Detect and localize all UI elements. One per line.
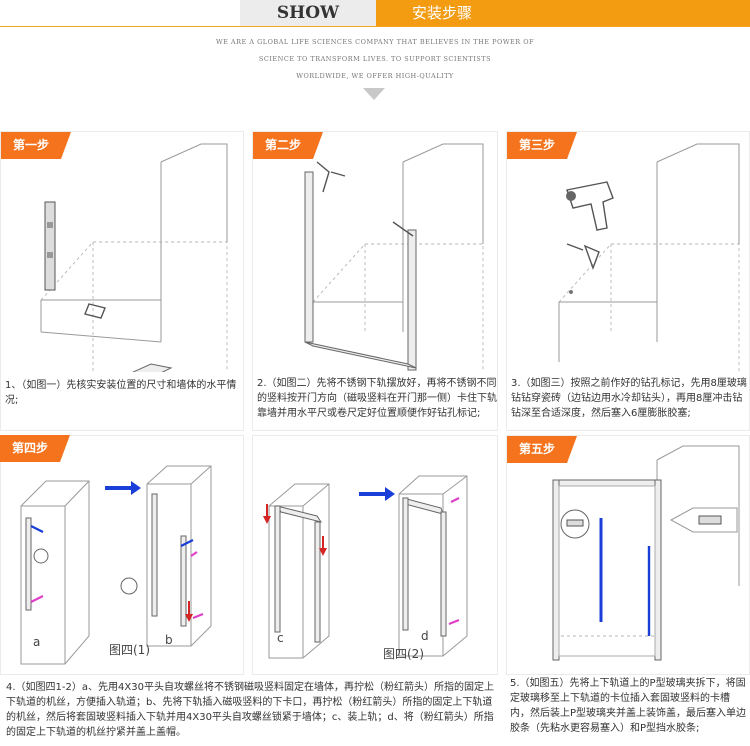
- step-5-illustration: [552, 445, 740, 661]
- step-4-figure-1-panel: a 图四(1) b: [0, 435, 244, 675]
- step-2-caption: 2.（如图二）先将不锈钢下轨摆放好，再将不锈钢不同的竖料按开门方向（磁吸竖料在开…: [257, 376, 497, 421]
- step-4-figure-2-illustration: c 图四(2) d: [263, 475, 468, 661]
- step-4-badge: 第四步: [0, 435, 71, 462]
- step-3-badge: 第三步: [507, 132, 578, 159]
- step-2-illustration: [304, 143, 484, 372]
- step-4-figure-1-illustration: a 图四(1) b: [20, 465, 212, 665]
- step-1-caption: 1、（如图一）先核实安装位置的尺寸和墙体的水平情况;: [5, 378, 241, 408]
- step-4-figure-2-panel: c 图四(2) d: [252, 435, 498, 675]
- step-2-badge: 第二步: [253, 132, 324, 159]
- tagline-line-2: SCIENCE TO TRANSFORM LIVES. TO SUPPORT S…: [258, 55, 492, 63]
- step-5-badge: 第五步: [507, 436, 578, 463]
- figure-4-2-title: 图四(2): [383, 647, 424, 661]
- figure-label-c: c: [277, 631, 284, 645]
- step-3-panel: 3.（如图三）按照之前作好的钻孔标记，先用8厘玻璃钻钻穿瓷砖（边钻边用水冷却钻头…: [506, 131, 750, 431]
- header-divider: [0, 26, 750, 27]
- step-2-panel: 2.（如图二）先将不锈钢下轨摆放好，再将不锈钢不同的竖料按开门方向（磁吸竖料在开…: [252, 131, 498, 431]
- figure-label-d: d: [421, 629, 429, 643]
- figure-label-a: a: [33, 635, 40, 649]
- tagline-line-1: WE ARE A GLOBAL LIFE SCIENCES COMPANY TH…: [215, 38, 535, 46]
- show-tab[interactable]: SHOW: [240, 0, 376, 27]
- step-1-badge: 第一步: [1, 132, 72, 159]
- figure-4-1-title: 图四(1): [109, 643, 150, 657]
- section-title-tab[interactable]: 安装步骤: [376, 0, 750, 27]
- step-4-caption: 4.（如图四1-2）a、先用4X30平头自攻螺丝将不锈钢磁吸竖料固定在墙体，再拧…: [6, 680, 498, 740]
- section-title: 安装步骤: [412, 4, 473, 22]
- step-5-caption: 5.（如图五）先将上下轨道上的P型玻璃夹拆下，将固定玻璃移至上下轨道的卡位插入套…: [510, 676, 748, 736]
- step-3-caption: 3.（如图三）按照之前作好的钻孔标记，先用8厘玻璃钻钻穿瓷砖（边钻边用水冷却钻头…: [511, 376, 749, 421]
- tagline-line-3: WORLDWIDE, WE OFFER HIGH-QUALITY: [296, 72, 454, 80]
- step-3-illustration: [558, 143, 740, 372]
- down-arrow-icon: [363, 88, 385, 100]
- step-5-panel: 第五步: [506, 435, 750, 675]
- step-1-illustration: [40, 143, 228, 372]
- figure-label-b: b: [165, 633, 173, 647]
- header: SHOW 安装步骤: [0, 0, 750, 30]
- step-1-panel: 1、（如图一）先核实安装位置的尺寸和墙体的水平情况; 第一步: [0, 131, 244, 431]
